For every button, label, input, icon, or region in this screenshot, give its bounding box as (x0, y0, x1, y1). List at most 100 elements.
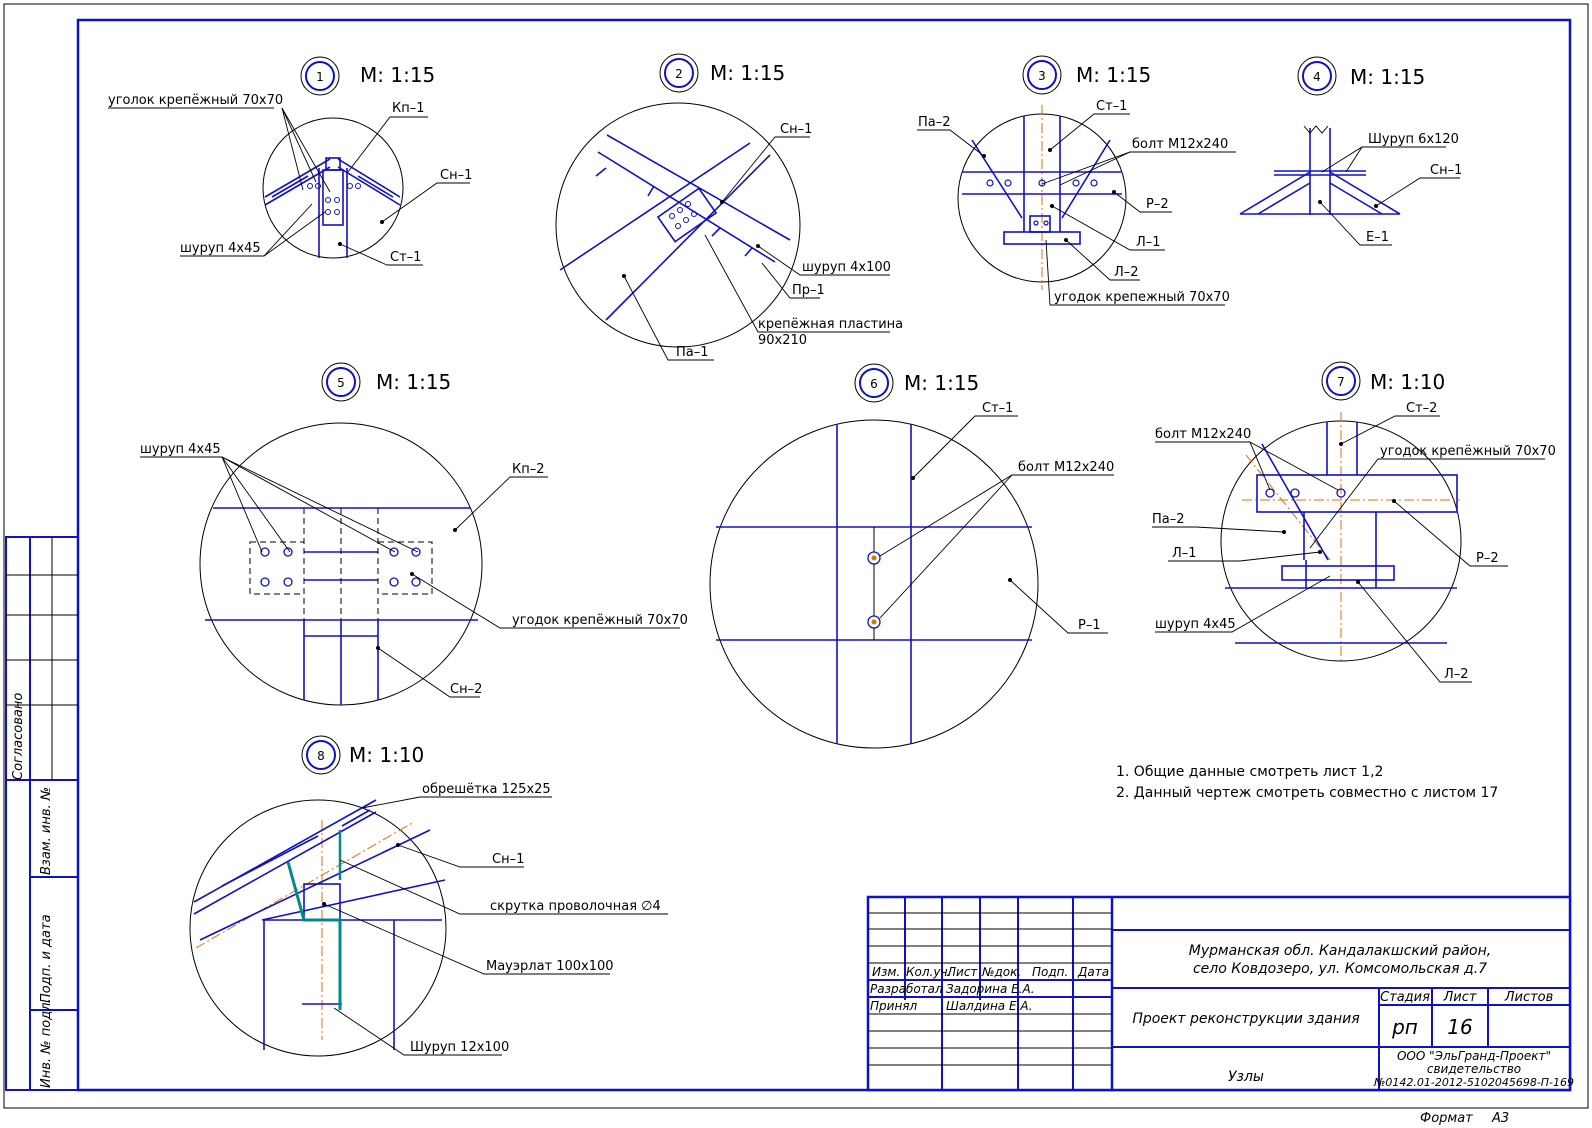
node-2-circle (555, 102, 801, 348)
node-7: 7 М: 1:10 (1152, 361, 1556, 683)
n4-sn-label: Сн–1 (1430, 163, 1462, 178)
n1-kp-label: Кп–1 (392, 101, 425, 116)
tb-col-koluch: Кол.уч. (906, 965, 951, 979)
node-1: 1 М: 1:15 (108, 56, 472, 266)
tb-list-label: Лист (1443, 990, 1477, 1005)
n1-shurup-label: шуруп 4х45 (180, 241, 261, 256)
n2-plast1-label: крепёжная пластина (758, 317, 903, 332)
title-block: Изм. Кол.уч. Лист №док. Подп. Дата Разра… (866, 895, 1574, 1092)
n7-r-label: Р–2 (1476, 551, 1499, 566)
n8-skrutka-label: скрутка проволочная ∅4 (490, 899, 661, 914)
n7-bolt-label: болт М12х240 (1155, 427, 1251, 442)
tb-org-3: №0142.01-2012-5102045698-П-169 (1373, 1076, 1574, 1089)
node-7-number: 7 (1337, 375, 1345, 389)
node-8: 8 М: 1:10 обрешётка 125х25 Сн–1 (189, 735, 668, 1057)
node-3-number: 3 (1038, 69, 1046, 83)
node-1-scale: М: 1:15 (360, 63, 435, 87)
node-8-scale: М: 1:10 (349, 743, 424, 767)
tb-col-podp: Подп. (1032, 965, 1068, 979)
n3-pa-label: Па–2 (918, 115, 951, 130)
n3-r-label: Р–2 (1146, 197, 1169, 212)
n3-st-label: Ст–1 (1096, 99, 1127, 114)
n1-st-label: Ст–1 (390, 250, 421, 265)
note-1: 1. Общие данные смотреть лист 1,2 (1116, 764, 1383, 780)
node-6-circle (709, 419, 1039, 749)
n7-ugolok-label: угодок крепёжный 70х70 (1380, 444, 1556, 459)
node-3-scale: М: 1:15 (1076, 63, 1151, 87)
n1-sn-label: Сн–1 (440, 168, 472, 183)
n6-r-label: Р–1 (1078, 618, 1101, 633)
n4-e-label: Е–1 (1366, 230, 1389, 245)
node-4-scale: М: 1:15 (1350, 65, 1425, 89)
side-stamp-podp: Подп. и дата (39, 914, 54, 1003)
node-5-marker: 5 М: 1:15 (321, 362, 451, 402)
node-2-scale: М: 1:15 (710, 61, 785, 85)
node-2-marker: 2 М: 1:15 (659, 53, 785, 93)
n3-l1-label: Л–1 (1136, 235, 1161, 250)
tb-org-1: ООО "ЭльГранд-Проект" (1397, 1049, 1551, 1063)
n5-shurup-label: шуруп 4х45 (140, 442, 221, 457)
node-4-marker: 4 М: 1:15 (1297, 56, 1425, 96)
n7-shurup-label: шуруп 4х45 (1155, 617, 1236, 632)
side-stamp: Согласовано Взам. инв. № Подп. и дата Ин… (5, 536, 79, 1091)
tb-address-2: село Ковдозеро, ул. Комсомольская д.7 (1193, 961, 1487, 977)
n8-obr-label: обрешётка 125х25 (422, 782, 551, 797)
tb-razrab-name: Задорина Е.А. (946, 982, 1035, 996)
n7-st-label: Ст–2 (1406, 401, 1437, 416)
node-7-marker: 7 М: 1:10 (1321, 361, 1445, 401)
n2-shurup-label: шуруп 4х100 (802, 260, 891, 275)
node-6-number: 6 (870, 377, 878, 391)
side-stamp-inv: Инв. № подл. (39, 998, 54, 1088)
tb-col-ndok: №док. (981, 965, 1021, 979)
tb-prinyal-label: Принял (870, 999, 918, 1013)
side-stamp-soglas: Согласовано (11, 693, 26, 780)
n4-shurup-label: Шуруп 6х120 (1368, 132, 1459, 147)
tb-sheet-title: Узлы (1228, 1069, 1264, 1085)
n8-shurup-label: Шуруп 12х100 (410, 1040, 509, 1055)
node-3: 3 М: 1:15 Па– (917, 55, 1236, 306)
n5-ugolok-label: угодок крепёжный 70х70 (512, 613, 688, 628)
n7-l2-label: Л–2 (1444, 667, 1469, 682)
n8-sn-label: Сн–1 (492, 852, 524, 867)
format-value: А3 (1491, 1111, 1509, 1126)
node-1-circle (262, 117, 404, 259)
n3-bolt-label: болт М12х240 (1132, 137, 1228, 152)
node-1-marker: 1 М: 1:15 (300, 56, 435, 96)
node-6: 6 М: 1:15 Ст–1 болт М12х240 Р–1 (709, 363, 1114, 749)
n8-mauer-label: Мауэрлат 100х100 (486, 959, 614, 974)
node-5: 5 М: 1:15 (140, 362, 688, 706)
node-2-number: 2 (675, 67, 683, 81)
n3-l2-label: Л–2 (1114, 265, 1139, 280)
tb-org-2: свидетельство (1427, 1062, 1521, 1076)
general-notes: 1. Общие данные смотреть лист 1,2 2. Дан… (1116, 764, 1498, 801)
node-8-marker: 8 М: 1:10 (301, 735, 424, 775)
node-3-marker: 3 М: 1:15 (1022, 55, 1151, 95)
node-5-number: 5 (337, 376, 345, 390)
node-5-scale: М: 1:15 (376, 370, 451, 394)
n5-kp-label: Кп–2 (512, 462, 545, 477)
tb-razrab-label: Разработал (870, 982, 943, 996)
n2-sn-label: Сн–1 (780, 122, 812, 137)
n5-sn-label: Сн–2 (450, 682, 482, 697)
note-2: 2. Данный чертеж смотреть совместно с ли… (1116, 785, 1498, 801)
outer-border (3, 3, 1589, 1109)
node-8-number: 8 (317, 749, 325, 763)
n2-pr-label: Пр–1 (792, 283, 825, 298)
n6-st-label: Ст–1 (982, 401, 1013, 416)
tb-prinyal-name: Шалдина Е.А. (946, 999, 1032, 1013)
n6-bolt-label: болт М12х240 (1018, 460, 1114, 475)
side-stamp-vzam: Взам. инв. № (39, 787, 54, 875)
n3-ugolok-label: угодок крепежный 70х70 (1054, 290, 1230, 305)
node-4: 4 М: 1:15 Шуруп 6х120 Сн–1 Е–1 (1239, 56, 1462, 246)
tb-stadia-label: Стадия (1380, 990, 1430, 1005)
n2-plast2-label: 90х210 (758, 333, 807, 348)
tb-col-data: Дата (1077, 965, 1109, 979)
tb-list: 16 (1447, 1015, 1472, 1039)
node-6-scale: М: 1:15 (904, 371, 979, 395)
n2-pa-label: Па–1 (676, 345, 709, 360)
n7-l1-label: Л–1 (1172, 546, 1197, 561)
tb-stadia: рп (1391, 1015, 1418, 1039)
node-1-number: 1 (316, 70, 324, 84)
tb-listov-label: Листов (1504, 990, 1554, 1005)
